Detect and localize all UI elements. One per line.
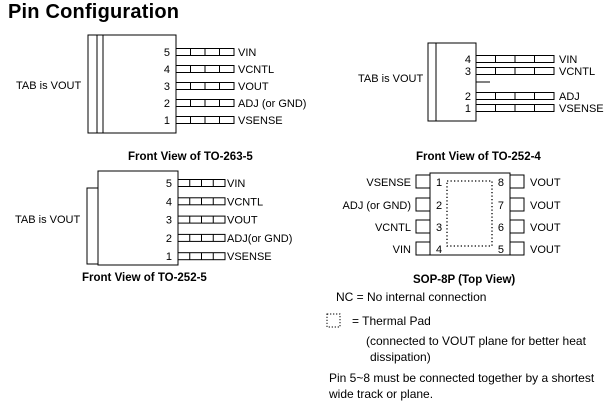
tab-label: TAB is VOUT bbox=[15, 214, 80, 226]
pin-name: VSENSE bbox=[227, 251, 272, 263]
pin-number: 5 bbox=[166, 178, 172, 190]
pin-number: 1 bbox=[436, 177, 442, 189]
tab-label: TAB is VOUT bbox=[358, 73, 423, 85]
pin-number: 2 bbox=[465, 91, 471, 103]
package-body bbox=[429, 172, 511, 256]
pin-name: VOUT bbox=[227, 215, 258, 227]
pin-number: 2 bbox=[164, 98, 170, 110]
pin-name: VOUT bbox=[530, 244, 561, 256]
pin-name: ADJ(or GND) bbox=[227, 233, 292, 245]
pin-lead-left bbox=[415, 174, 431, 189]
pin-number: 2 bbox=[166, 233, 172, 245]
pin-name: VIN bbox=[227, 178, 245, 190]
pin-number: 4 bbox=[164, 64, 170, 76]
pin-name: VOUT bbox=[530, 222, 561, 234]
thermal-pad bbox=[446, 180, 493, 247]
package-caption: Front View of TO-263-5 bbox=[128, 151, 253, 163]
package-to263-5: TAB is VOUT Front View of TO-263-5 5 VIN 4… bbox=[16, 34, 306, 163]
pin-name: VCNTL bbox=[238, 64, 274, 76]
pin-name: VCNTL bbox=[559, 66, 595, 78]
pin-lead-right bbox=[509, 241, 525, 256]
package-tab bbox=[87, 34, 98, 134]
pin-lead-right bbox=[509, 219, 525, 234]
note-thermal-pad-detail-cont: dissipation) bbox=[370, 350, 431, 364]
note-thermal-pad-detail: (connected to VOUT plane for better heat bbox=[366, 334, 586, 348]
note-pin-connection-cont: wide track or plane. bbox=[329, 387, 434, 401]
note-nc: NC = No internal connection bbox=[336, 290, 487, 304]
pin-number: 4 bbox=[436, 244, 442, 256]
package-tab bbox=[427, 42, 437, 122]
pin-name: ADJ (or GND) bbox=[238, 98, 306, 110]
pin-number: 4 bbox=[166, 196, 172, 208]
pin-lead-right bbox=[509, 197, 525, 212]
pin-number: 3 bbox=[436, 222, 442, 234]
page-title: Pin Configuration bbox=[8, 1, 180, 23]
pin-name: VCNTL bbox=[375, 222, 411, 234]
pin-name: VIN bbox=[559, 54, 577, 66]
pin-name: VCNTL bbox=[227, 196, 263, 208]
pin-number: 1 bbox=[164, 115, 170, 127]
package-to252-5: TAB is VOUT Front View of TO-252-5 5 VIN 4… bbox=[15, 170, 292, 284]
pin-lead-left bbox=[415, 197, 431, 212]
pin-number: 1 bbox=[166, 251, 172, 263]
note-thermal-pad: = Thermal Pad bbox=[352, 314, 431, 328]
package-caption: Front View of TO-252-5 bbox=[82, 272, 207, 284]
package-to252-4: TAB is VOUT Front View of TO-252-4 4 VIN 3… bbox=[358, 42, 604, 163]
pin-number: 1 bbox=[465, 103, 471, 115]
pin-name: VIN bbox=[238, 47, 256, 59]
pin-number: 2 bbox=[436, 200, 442, 212]
pin-number: 4 bbox=[465, 54, 471, 66]
pin-number: 5 bbox=[498, 244, 504, 256]
pin-number: 6 bbox=[498, 222, 504, 234]
package-body bbox=[435, 42, 477, 122]
thermal-pad-legend-icon bbox=[326, 313, 341, 328]
pin-name: VSENSE bbox=[559, 103, 604, 115]
package-caption: SOP-8P (Top View) bbox=[413, 274, 515, 286]
package-tab-step bbox=[97, 34, 104, 134]
tab-label: TAB is VOUT bbox=[16, 80, 81, 92]
pin-number: 7 bbox=[498, 200, 504, 212]
pin-name: ADJ bbox=[559, 91, 580, 103]
pin-name: VSENSE bbox=[366, 177, 411, 189]
pin-number: 8 bbox=[498, 177, 504, 189]
note-pin-connection: Pin 5~8 must be connected together by a … bbox=[329, 371, 595, 385]
pin-number: 3 bbox=[465, 66, 471, 78]
package-body bbox=[102, 34, 177, 134]
pin-name: VSENSE bbox=[238, 115, 283, 127]
pin-name: VIN bbox=[393, 244, 411, 256]
pin-lead-left bbox=[415, 219, 431, 234]
pin-lead-right bbox=[509, 174, 525, 189]
pin-name: VOUT bbox=[530, 177, 561, 189]
pin-number: 3 bbox=[166, 215, 172, 227]
pin-name: VOUT bbox=[530, 200, 561, 212]
pin-lead-left bbox=[415, 241, 431, 256]
package-tab bbox=[86, 187, 99, 265]
package-caption: Front View of TO-252-4 bbox=[416, 151, 541, 163]
pin-name: ADJ (or GND) bbox=[343, 200, 411, 212]
pin-number: 3 bbox=[164, 81, 170, 93]
package-body bbox=[97, 170, 179, 266]
pin-name: VOUT bbox=[238, 81, 269, 93]
pin-number: 5 bbox=[164, 47, 170, 59]
